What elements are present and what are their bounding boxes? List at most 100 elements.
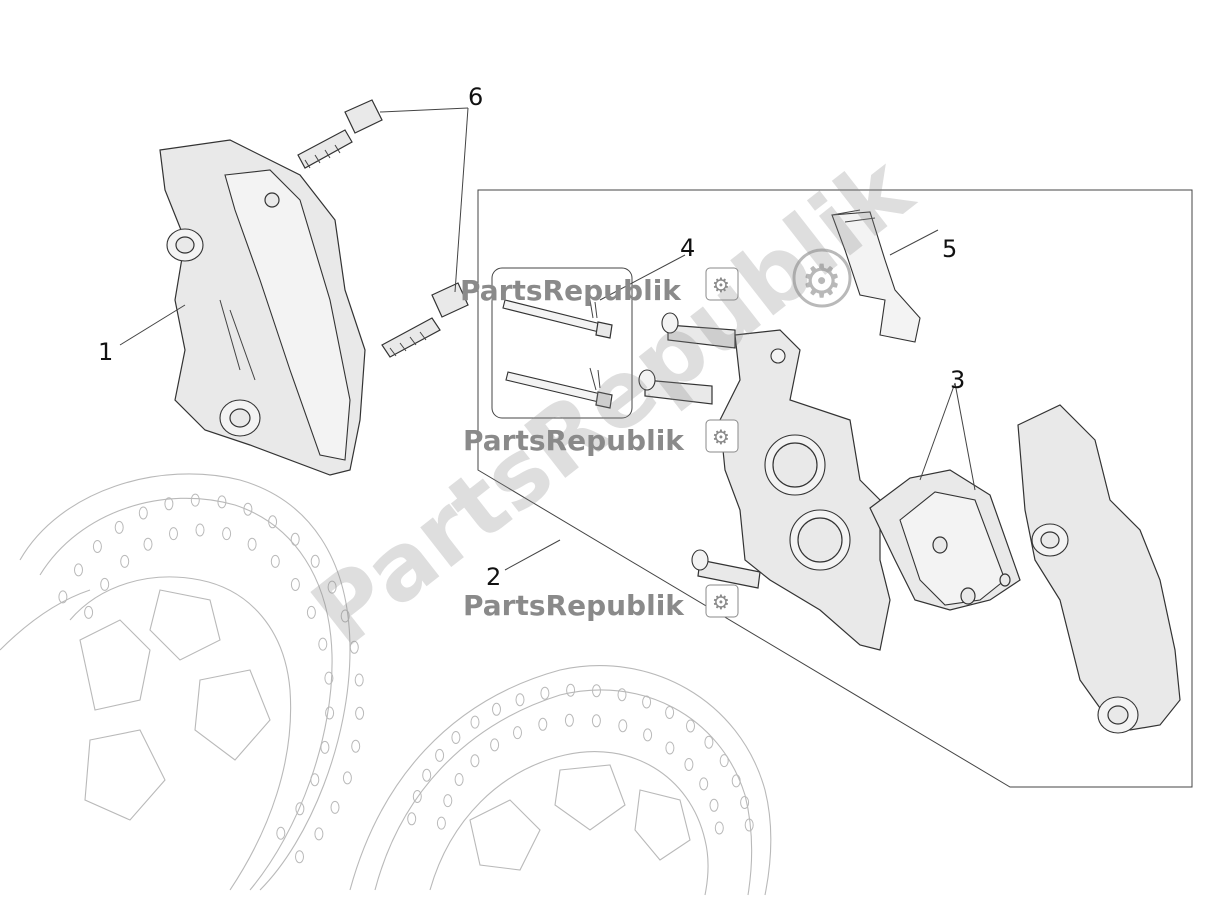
disc-vent-hole (114, 520, 124, 534)
disc-vent-hole (74, 563, 83, 577)
caliper-half-bolts (638, 312, 761, 589)
disc-vent-hole (454, 773, 464, 786)
disc-vent-hole (342, 771, 352, 785)
disc-vent-hole (349, 640, 359, 654)
callout-5: 5 (942, 235, 957, 263)
disc-vent-hole (217, 495, 227, 509)
caliper-bolt-lower (381, 282, 469, 358)
disc-vent-hole (355, 706, 365, 720)
brake-pads (869, 469, 1021, 611)
callout-2: 2 (486, 563, 501, 591)
disc-vent-hole (58, 590, 68, 604)
disc-vent-hole (422, 768, 432, 782)
disc-vent-hole (290, 578, 300, 591)
caliper-outer-half (1017, 404, 1181, 734)
disc-vent-hole (100, 577, 110, 591)
disc-vent-hole (327, 580, 337, 594)
disc-vent-hole (540, 686, 550, 700)
disc-vent-hole (435, 748, 445, 762)
disc-vent-hole (222, 527, 232, 541)
disc-vent-hole (564, 713, 574, 727)
disc-vent-hole (538, 717, 548, 731)
disc-vent-hole (330, 800, 340, 814)
disc-vent-hole (470, 715, 480, 729)
caliper-assembly (159, 139, 366, 476)
disc-vent-hole (407, 812, 417, 826)
disc-vent-hole (143, 537, 153, 551)
disc-vent-hole (686, 719, 695, 733)
disc-vent-hole (618, 719, 628, 733)
disc-vent-hole (314, 827, 324, 841)
disc-vent-hole (665, 706, 675, 719)
brake-disc-left (0, 473, 365, 891)
disc-vent-hole (719, 754, 729, 768)
disc-vent-hole (436, 816, 446, 830)
disc-vent-hole (325, 706, 335, 720)
gear-icon: ⚙ (712, 273, 730, 297)
disc-vent-hole (268, 515, 278, 529)
disc-vent-hole (704, 735, 714, 749)
disc-vent-hole (247, 537, 257, 551)
disc-vent-hole (566, 683, 576, 697)
disc-vent-hole (490, 738, 500, 752)
brake-disc-right (349, 665, 772, 896)
disc-vent-hole (243, 502, 253, 516)
disc-vent-hole (617, 688, 627, 702)
disc-vent-hole (164, 497, 174, 511)
leader-lines (119, 107, 976, 571)
disc-vent-hole (412, 790, 422, 803)
disc-vent-hole (195, 523, 205, 537)
disc-vent-hole (451, 731, 461, 744)
disc-vent-hole (295, 850, 304, 864)
pad-retaining-pins (502, 299, 613, 409)
callout-3: 3 (950, 366, 965, 394)
disc-vent-hole (740, 796, 750, 809)
disc-vent-hole (714, 821, 724, 835)
disc-vent-hole (642, 695, 652, 709)
disc-vent-hole (592, 684, 601, 698)
watermark-3: PartsRepublik ⚙ (463, 584, 739, 622)
caliper-body-half (719, 329, 891, 651)
disc-vent-hole (306, 605, 316, 619)
disc-vent-hole (513, 726, 522, 740)
disc-vent-hole (709, 798, 719, 812)
disc-vent-hole (591, 714, 601, 728)
watermark-gear-large: ⚙ (792, 248, 852, 308)
disc-vent-hole (492, 702, 501, 716)
pad-spring-clip (831, 209, 921, 343)
watermark-2: PartsRepublik ⚙ (463, 419, 739, 457)
callout-4: 4 (680, 234, 695, 262)
disc-vent-hole (470, 754, 480, 768)
gear-icon: ⚙ (712, 590, 730, 614)
kit-outline (477, 189, 1193, 788)
disc-vent-hole (138, 506, 148, 520)
watermark-text: PartsRepublik (460, 274, 682, 307)
disc-vent-hole (120, 554, 130, 568)
watermark-text: PartsRepublik (463, 589, 685, 622)
caliper-bolt-upper (297, 99, 383, 169)
gear-icon: ⚙ (712, 425, 730, 449)
watermark-1: PartsRepublik ⚙ (460, 267, 739, 307)
disc-vent-hole (744, 818, 754, 832)
disc-vent-hole (169, 527, 178, 541)
callout-1: 1 (98, 338, 113, 366)
disc-vent-hole (310, 773, 320, 787)
disc-vent-hole (340, 609, 350, 623)
disc-vent-hole (515, 693, 525, 707)
disc-vent-hole (276, 826, 286, 840)
disc-vent-hole (290, 532, 300, 546)
disc-vent-hole (310, 554, 320, 568)
pin-kit-box (491, 267, 633, 419)
gear-icon: ⚙ (801, 254, 842, 308)
disc-vent-hole (354, 673, 364, 687)
disc-vent-hole (665, 741, 675, 755)
disc-vent-hole (699, 777, 709, 791)
watermark-text: PartsRepublik (463, 424, 685, 457)
disc-vent-hole (320, 740, 330, 754)
disc-vent-hole (684, 758, 694, 771)
callout-6: 6 (468, 83, 483, 111)
disc-vent-hole (643, 728, 653, 742)
disc-vent-hole (443, 794, 453, 808)
